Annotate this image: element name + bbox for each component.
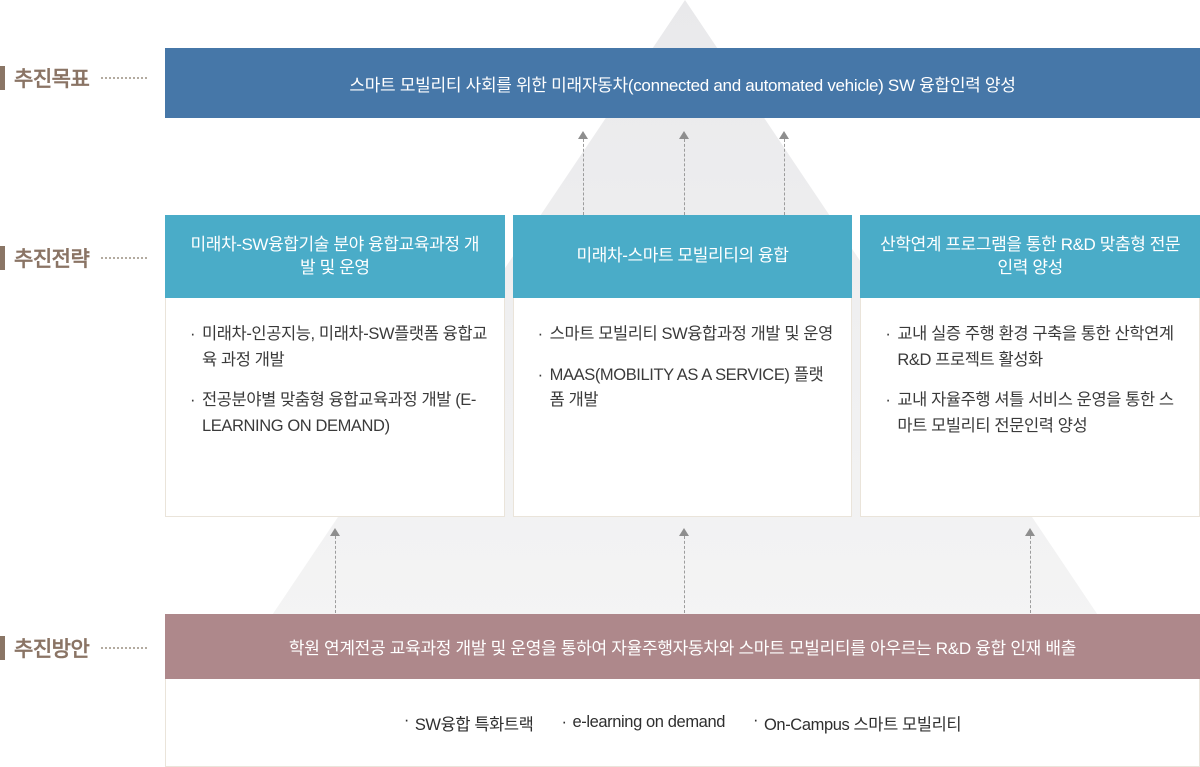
plan-items-panel: · SW융합 특화트랙 · e-learning on demand · On-… <box>165 679 1200 767</box>
up-arrow-icon <box>578 131 588 215</box>
bullet-icon: · <box>885 325 891 343</box>
dashed-line <box>582 139 584 215</box>
plan-item-text: e-learning on demand <box>572 713 725 731</box>
strategy-label-text: 추진전략 <box>14 248 90 271</box>
plan-item-text: SW융합 특화트랙 <box>414 715 534 734</box>
dotted-connector <box>101 77 148 79</box>
list-item-text: MAAS(MOBILITY AS A SERVICE) 플랫폼 개발 <box>549 365 824 410</box>
list-item: · 전공분야별 맞춤형 융합교육과정 개발 (E-LEARNING ON DEM… <box>190 388 490 439</box>
list-item-text: 전공분야별 맞춤형 융합교육과정 개발 (E-LEARNING ON DEMAN… <box>202 391 477 435</box>
bullet-icon: · <box>537 365 544 384</box>
strategy-section-label: 추진전략 <box>0 244 148 272</box>
bullet-icon: · <box>190 391 196 410</box>
strategy-card-1: 미래차-SW융합기술 분야 융합교육과정 개발 및 운영 · 미래차-인공지능,… <box>165 215 505 517</box>
card-body: · 스마트 모빌리티 SW융합과정 개발 및 운영 · MAAS(MOBILIT… <box>512 298 853 517</box>
list-item-text: 미래차-인공지능, 미래차-SW플랫폼 융합교육 과정 개발 <box>202 325 488 369</box>
plan-label-text: 추진방안 <box>14 638 90 661</box>
plan-banner-text: 학원 연계전공 교육과정 개발 및 운영을 통하여 자율주행자동차와 스마트 모… <box>288 639 1077 658</box>
bullet-icon: · <box>537 325 544 343</box>
goal-label-text: 추진목표 <box>14 68 90 91</box>
plan-item: · On-Campus 스마트 모빌리티 <box>753 710 962 735</box>
bullet-icon: · <box>403 710 410 729</box>
dashed-line <box>683 139 685 215</box>
label-bar <box>0 66 5 90</box>
card-body: · 교내 실증 주행 환경 구축을 통한 산학연계 R&D 프로젝트 활성화 ·… <box>860 298 1200 517</box>
dotted-connector <box>101 647 148 649</box>
dashed-line <box>783 139 785 215</box>
goal-banner: 스마트 모빌리티 사회를 위한 미래자동차(connected and auto… <box>165 48 1200 118</box>
list-item: · MAAS(MOBILITY AS A SERVICE) 플랫폼 개발 <box>538 363 838 414</box>
card-title: 미래차-스마트 모빌리티의 융합 <box>512 215 853 298</box>
list-item: · 교내 자율주행 셔틀 서비스 운영을 통한 스마트 모빌리티 전문인력 양성 <box>885 388 1185 439</box>
list-item-text: 교내 자율주행 셔틀 서비스 운영을 통한 스마트 모빌리티 전문인력 양성 <box>897 391 1174 435</box>
dashed-line <box>334 536 336 613</box>
arrowhead-icon <box>779 131 789 139</box>
plan-item: · SW융합 특화트랙 <box>404 711 534 735</box>
card-body: · 미래차-인공지능, 미래차-SW플랫폼 융합교육 과정 개발 · 전공분야별… <box>165 298 505 517</box>
label-bar <box>0 246 5 270</box>
arrowhead-icon <box>330 528 340 536</box>
strategy-card-3: 산학연계 프로그램을 통한 R&D 맞춤형 전문인력 양성 · 교내 실증 주행… <box>860 215 1200 517</box>
arrowhead-icon <box>578 131 588 139</box>
plan-item: · e-learning on demand <box>561 713 725 732</box>
card-title: 미래차-SW융합기술 분야 융합교육과정 개발 및 운영 <box>165 215 505 298</box>
goal-section-label: 추진목표 <box>0 64 148 92</box>
arrowhead-icon <box>679 528 689 536</box>
up-arrow-icon <box>330 528 340 613</box>
plan-item-text: On-Campus 스마트 모빌리티 <box>764 715 962 734</box>
up-arrow-icon <box>1025 528 1035 613</box>
strategy-cards: 미래차-SW융합기술 분야 융합교육과정 개발 및 운영 · 미래차-인공지능,… <box>165 215 1200 517</box>
dashed-line <box>683 536 685 613</box>
bullet-icon: · <box>885 391 891 410</box>
list-item-text: 교내 실증 주행 환경 구축을 통한 산학연계 R&D 프로젝트 활성화 <box>897 325 1174 369</box>
up-arrow-icon <box>679 131 689 215</box>
goal-banner-text: 스마트 모빌리티 사회를 위한 미래자동차(connected and auto… <box>349 75 1016 95</box>
bullet-icon: · <box>561 713 567 731</box>
up-arrow-icon <box>779 131 789 215</box>
list-item: · 스마트 모빌리티 SW융합과정 개발 및 운영 <box>538 322 838 348</box>
plan-section-label: 추진방안 <box>0 634 148 662</box>
bullet-icon: · <box>753 710 759 729</box>
strategy-card-2: 미래차-스마트 모빌리티의 융합 · 스마트 모빌리티 SW융합과정 개발 및 … <box>512 215 853 517</box>
arrowhead-icon <box>679 131 689 139</box>
list-item-text: 스마트 모빌리티 SW융합과정 개발 및 운영 <box>549 325 834 343</box>
up-arrow-icon <box>679 528 689 613</box>
label-bar <box>0 636 5 660</box>
dashed-line <box>1029 536 1031 613</box>
list-item: · 미래차-인공지능, 미래차-SW플랫폼 융합교육 과정 개발 <box>190 322 490 373</box>
plan-banner: 학원 연계전공 교육과정 개발 및 운영을 통하여 자율주행자동차와 스마트 모… <box>165 614 1200 679</box>
arrowhead-icon <box>1025 528 1035 536</box>
list-item: · 교내 실증 주행 환경 구축을 통한 산학연계 R&D 프로젝트 활성화 <box>885 322 1185 373</box>
card-title: 산학연계 프로그램을 통한 R&D 맞춤형 전문인력 양성 <box>860 215 1200 298</box>
dotted-connector <box>101 257 148 259</box>
bullet-icon: · <box>190 325 196 343</box>
